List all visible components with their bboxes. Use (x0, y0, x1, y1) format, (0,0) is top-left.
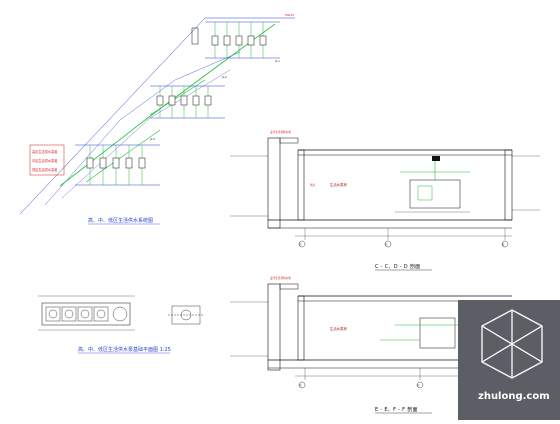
riser-pipe-2 (85, 129, 161, 183)
section2-room-label: 生活水泵房 (330, 326, 348, 331)
guide-line-inner (44, 51, 241, 206)
isometric-system-diagram: DN150 JL-1 JL-2 (19, 13, 295, 225)
section2-axis-2: ⑫ (417, 384, 420, 388)
section2-axis-1: ⑪ (299, 384, 302, 388)
plan-caption: 高、中、低区生活供水泵基础平面图 1:25 (78, 346, 171, 353)
legend-low: 低区生活供水泵组 (32, 167, 58, 172)
watermark: zhulong.com (458, 300, 560, 420)
pump-foundation-detail (168, 305, 204, 325)
section1-axis-3: ⑬ (502, 243, 505, 247)
pump-group-low: JL-3 (75, 137, 160, 186)
svg-text:JL-2: JL-2 (221, 75, 227, 79)
section1-axis-1: ⑪ (299, 243, 302, 247)
section1-label-left: 设计生活消防水池 (270, 130, 291, 134)
section2-title: E - E、F - F 剖面 (375, 406, 418, 413)
watermark-text: zhulong.com (478, 391, 550, 402)
section1-pump-room-label: 泵房 (310, 183, 316, 187)
section1-axis-2: ⑫ (385, 243, 388, 247)
pump-legend-box: 高区生活供水泵组 中区生活供水泵组 低区生活供水泵组 (29, 144, 65, 176)
guide-line-outer (19, 17, 295, 215)
section2-label-left: 设计生活消防水池 (270, 276, 291, 280)
legend-middle: 中区生活供水泵组 (32, 158, 58, 163)
svg-text:DN150: DN150 (285, 13, 294, 17)
watermark-logo-icon (481, 309, 543, 379)
main-riser-pipe (59, 23, 276, 187)
pump-group-middle: JL-2 (150, 75, 227, 119)
section1-title: C - C、D - D 剖面 (375, 263, 420, 270)
section-cc-dd: 生活水泵房 泵房 设计生活消防水池 ⑪ ⑫ ⑬ C - C、D - D 剖面 (230, 130, 540, 271)
guide-line-3 (61, 69, 231, 199)
isometric-caption: 高、中、低区生活供水系统图 (88, 217, 153, 224)
svg-text:JL-3: JL-3 (149, 137, 155, 141)
legend-high: 高区生活供水泵组 (32, 149, 58, 154)
svg-text:JL-1: JL-1 (274, 59, 280, 63)
pump-foundation-plan: 高、中、低区生活供水泵基础平面图 1:25 (38, 295, 204, 354)
section1-room-label: 生活水泵房 (330, 182, 348, 187)
pump-group-high: DN150 JL-1 (191, 13, 294, 63)
